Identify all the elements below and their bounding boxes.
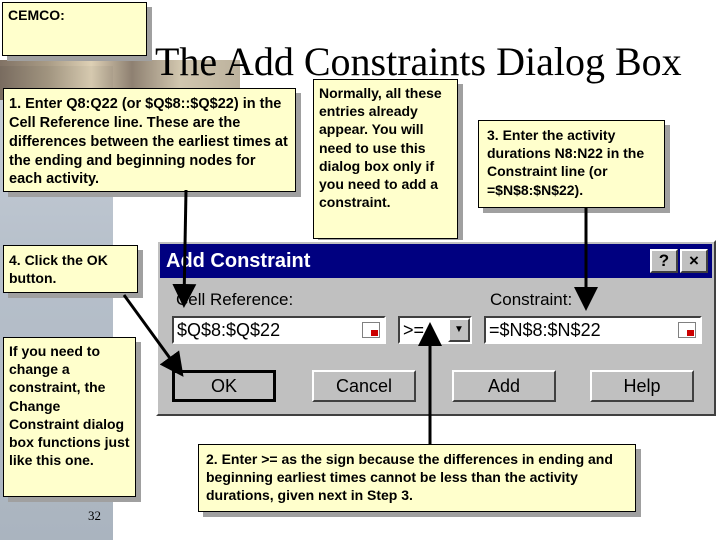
- collapse-dialog-icon[interactable]: [362, 322, 380, 338]
- add-button[interactable]: Add: [452, 370, 556, 402]
- help-button[interactable]: Help: [590, 370, 694, 402]
- callout-normally: Normally, all these entries already appe…: [313, 79, 458, 239]
- dialog-title: Add Constraint: [166, 250, 311, 272]
- cell-reference-label: Cell Reference:: [176, 290, 294, 309]
- callout-change-constraint: If you need to change a constraint, the …: [3, 337, 136, 497]
- constraint-value: =$N$8:$N$22: [489, 320, 601, 340]
- ok-button[interactable]: OK: [172, 370, 276, 402]
- collapse-dialog-icon[interactable]: [678, 322, 696, 338]
- cell-reference-input[interactable]: $Q$8:$Q$22: [172, 316, 386, 344]
- slide-title: The Add Constraints Dialog Box: [155, 39, 682, 84]
- cell-reference-value: $Q$8:$Q$22: [177, 320, 281, 340]
- help-title-button[interactable]: ?: [650, 249, 678, 273]
- callout-step-1: 1. Enter Q8:Q22 (or $Q$8::$Q$22) in the …: [3, 88, 296, 192]
- dialog-titlebar[interactable]: Add Constraint ? ×: [160, 244, 712, 278]
- close-button[interactable]: ×: [680, 249, 708, 273]
- header-label: CEMCO:: [2, 2, 147, 56]
- callout-step-2: 2. Enter >= as the sign because the diff…: [198, 444, 636, 512]
- constraint-label: Constraint:: [490, 290, 573, 309]
- callout-step-4: 4. Click the OK button.: [3, 245, 138, 293]
- arrow-step-1: [172, 189, 197, 308]
- callout-step-3: 3. Enter the activity durations N8:N22 i…: [478, 120, 665, 208]
- cancel-button[interactable]: Cancel: [312, 370, 416, 402]
- constraint-input[interactable]: =$N$8:$N$22: [484, 316, 702, 344]
- chevron-down-icon[interactable]: ▼: [448, 318, 470, 342]
- page-number: 32: [88, 508, 101, 523]
- arrow-step-4: [122, 294, 184, 377]
